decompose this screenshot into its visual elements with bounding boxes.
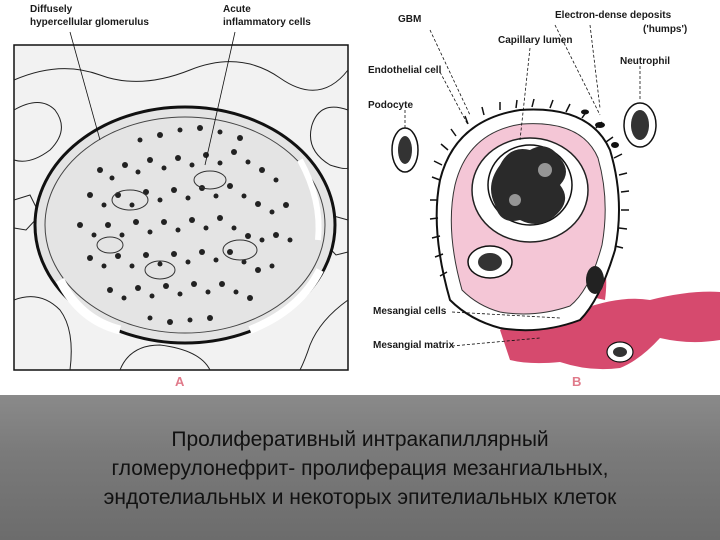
- label-podocyte: Podocyte: [368, 100, 414, 111]
- label-hypercellular-glomerulus: hypercellular glomerulus: [30, 17, 149, 28]
- label-inflammatory-cells: inflammatory cells: [223, 17, 311, 28]
- caption-line-2: гломерулонефрит- пролиферация мезангиаль…: [111, 457, 609, 480]
- figure-illustration: [13, 24, 720, 371]
- panel-b-letter: B: [572, 374, 582, 389]
- panel-b-illustration: [391, 24, 720, 370]
- label-humps: ('humps'): [643, 24, 688, 35]
- panel-a-illustration: [13, 31, 349, 371]
- label-neutrophil: Neutrophil: [620, 56, 670, 67]
- caption-line-1: Пролиферативный интракапиллярный: [171, 428, 549, 451]
- neutrophil-in-lumen: [487, 144, 573, 226]
- tubule-pattern: [13, 61, 349, 371]
- glomerular-cells: [77, 125, 293, 325]
- label-mesangial-cells: Mesangial cells: [373, 306, 447, 317]
- caption-text: Пролиферативный интракапиллярный гломеру…: [10, 425, 710, 512]
- panel-a-letter: A: [175, 374, 185, 389]
- label-mesangial-matrix: Mesangial matrix: [373, 340, 455, 351]
- label-electron-dense-deposits: Electron-dense deposits: [555, 10, 672, 21]
- label-diffusely: Diffusely: [30, 4, 73, 15]
- label-capillary-lumen: Capillary lumen: [498, 35, 573, 46]
- caption-band: [0, 395, 720, 540]
- label-acute: Acute: [223, 4, 251, 15]
- caption-line-3: эндотелиальных и некоторых эпителиальных…: [103, 486, 617, 509]
- label-gbm: GBM: [398, 14, 422, 25]
- label-endothelial-cell: Endothelial cell: [368, 65, 442, 76]
